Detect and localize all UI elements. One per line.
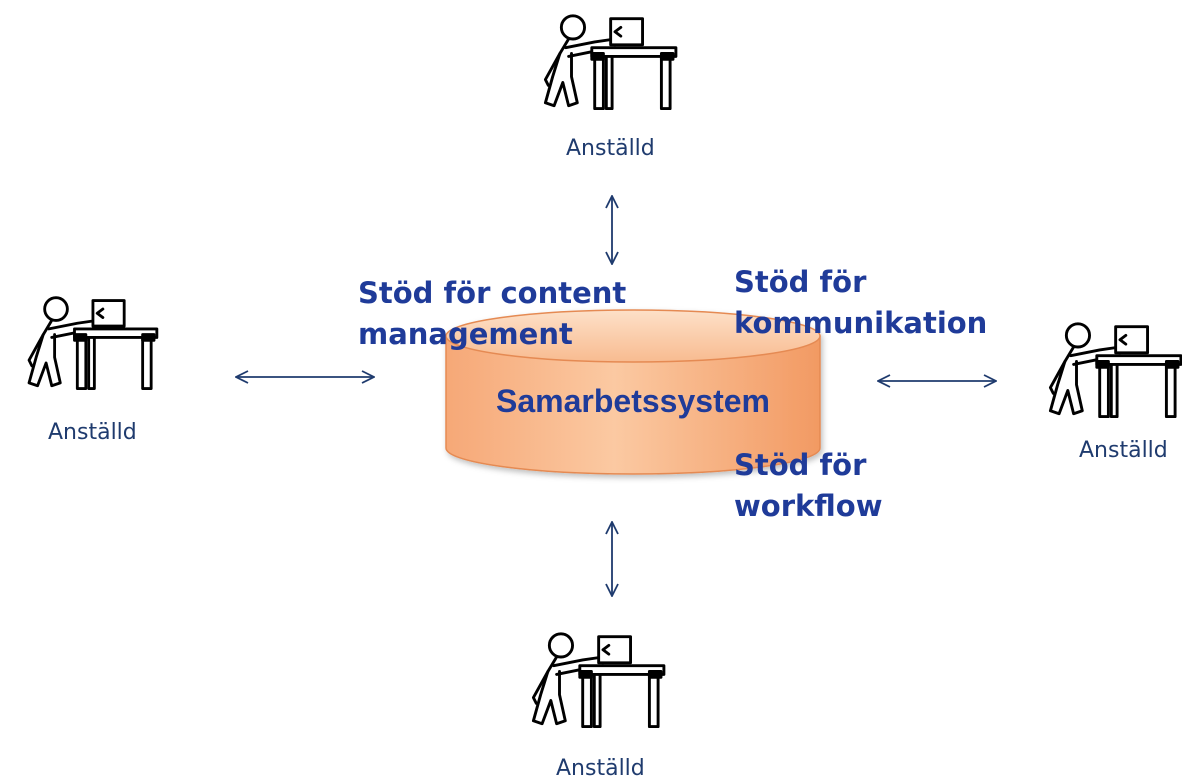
feature-workflow: Stöd för workflow [734,445,883,527]
worker-at-table-icon [543,14,678,111]
feature-content-line1: Stöd för content [358,276,627,310]
employee-label-left: Anställd [48,420,137,445]
employee-label-right: Anställd [1079,438,1168,463]
feature-content-management: Stöd för content management [358,273,626,355]
collaboration-system-cylinder [445,309,821,475]
feature-content-line2: management [358,317,573,351]
worker-at-table-icon [27,296,159,390]
feature-communication-line1: Stöd för [734,265,867,299]
worker-at-table-icon [1048,322,1182,419]
feature-workflow-line2: workflow [734,489,883,523]
employee-label-top: Anställd [566,136,655,161]
collaboration-system-label: Samarbetssystem [496,383,770,419]
feature-communication: Stöd för kommunikation [734,262,987,344]
feature-communication-line2: kommunikation [734,306,988,340]
feature-workflow-line1: Stöd för [734,448,867,482]
employee-label-bottom: Anställd [556,756,645,781]
worker-at-table-icon [531,632,666,729]
